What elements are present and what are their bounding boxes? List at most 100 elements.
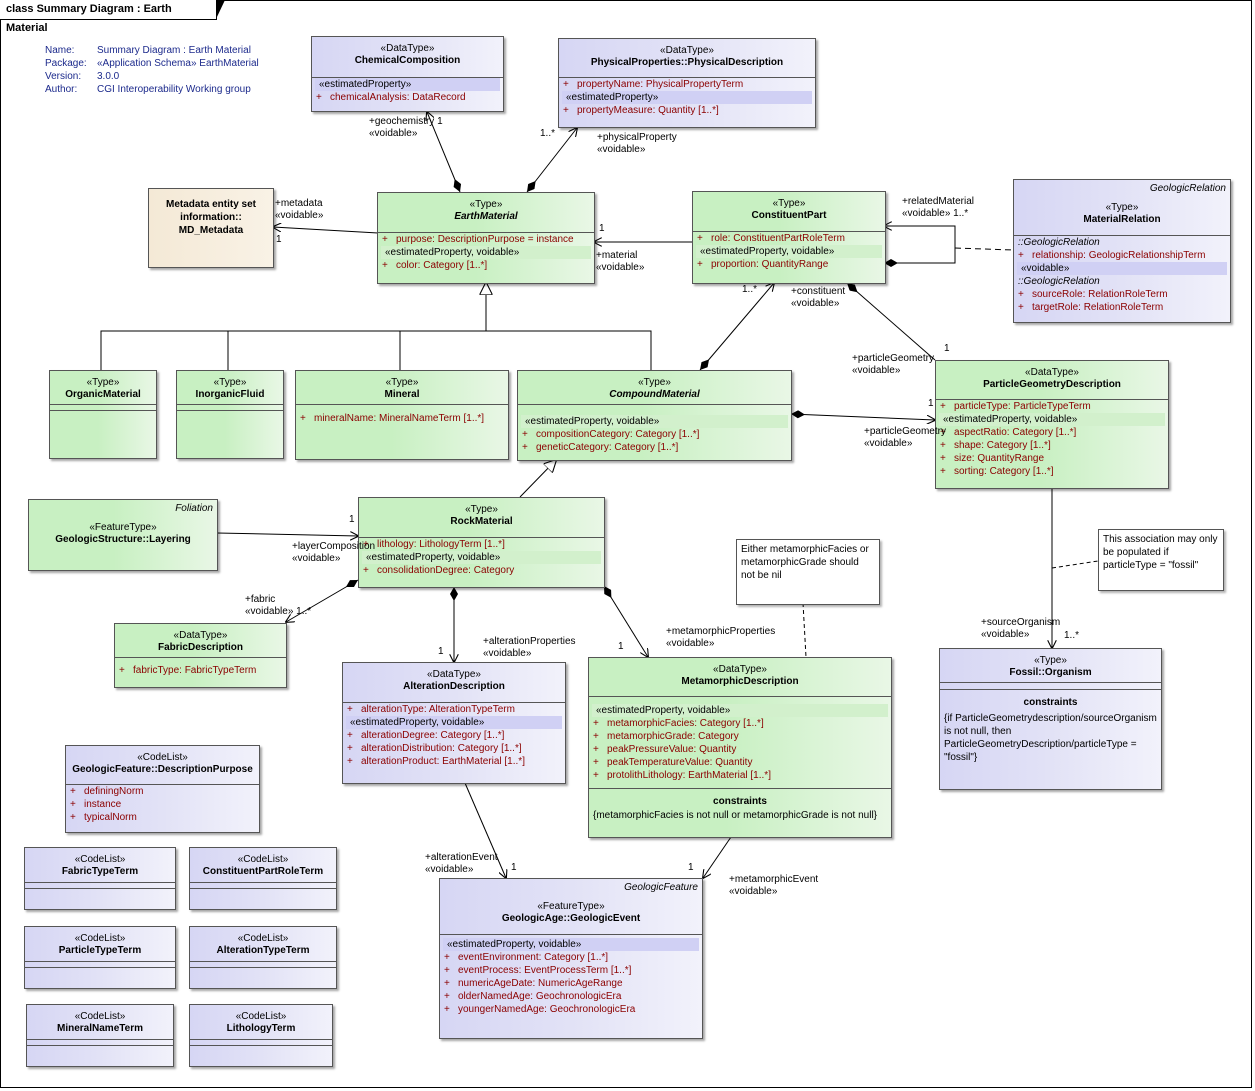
- attribute-row: +lithology: LithologyTerm [1..*]: [363, 539, 505, 550]
- multiplicity-label: 1: [944, 343, 950, 354]
- attribute-group: «voidable»: [1017, 262, 1227, 275]
- multiplicity-label: 1..*: [540, 128, 556, 139]
- multiplicity-label: 1: [276, 234, 282, 245]
- class-mineral-name-term[interactable]: «CodeList»MineralNameTerm: [26, 1004, 174, 1067]
- attribute-row: +size: QuantityRange: [940, 453, 1045, 464]
- class-metamorphic-description[interactable]: «DataType»MetamorphicDescription «estima…: [588, 657, 892, 838]
- class-rock-material[interactable]: «Type»RockMaterial +lithology: Lithology…: [358, 497, 605, 588]
- attribute-group: ::GeologicRelation: [1018, 276, 1100, 287]
- link-metadata: [273, 227, 379, 234]
- stereotype: «DataType»: [660, 45, 714, 56]
- link-constituent: [699, 283, 774, 371]
- attribute-row: +sorting: Category [1..*]: [940, 466, 1054, 477]
- stereotype: «CodeList»: [237, 933, 289, 944]
- stereotype: «Type»: [772, 198, 806, 209]
- constraints-title: constraints: [713, 796, 767, 807]
- class-name: Mineral: [384, 389, 420, 400]
- class-constituent-part[interactable]: «Type»ConstituentPart +role: Constituent…: [692, 191, 886, 284]
- stereotype: «DataType»: [427, 669, 481, 680]
- attribute-row: +alterationType: AlterationTypeTerm: [347, 704, 515, 715]
- class-name: EarthMaterial: [454, 211, 518, 222]
- role-label: +metamorphicProperties«voidable»: [666, 626, 776, 649]
- role-label: +alterationEvent«voidable»: [425, 852, 498, 875]
- attribute-row: +particleType: ParticleTypeTerm: [940, 401, 1091, 412]
- class-mineral[interactable]: «Type»Mineral +mineralName: MineralNameT…: [295, 370, 509, 460]
- class-name-line: information::: [180, 212, 242, 223]
- class-chemical-composition[interactable]: «DataType»ChemicalComposition «estimated…: [311, 36, 504, 112]
- class-name: ConstituentPart: [751, 210, 827, 221]
- class-name: ParticleTypeTerm: [58, 945, 142, 956]
- class-fabric-type-term[interactable]: «CodeList»FabricTypeTerm: [24, 847, 176, 910]
- note-fossil[interactable]: This association may only be populated i…: [1098, 529, 1224, 591]
- role-label: +constituent«voidable»: [791, 286, 846, 309]
- class-name-line: MD_Metadata: [178, 225, 244, 236]
- role-label: +sourceOrganism«voidable»: [981, 617, 1061, 640]
- attribute-row: +metamorphicFacies: Category [1..*]: [593, 718, 764, 729]
- multiplicity-label: 1: [438, 646, 444, 657]
- class-name: RockMaterial: [450, 516, 513, 527]
- note-metamorphic[interactable]: Either metamorphicFacies or metamorphicG…: [736, 539, 880, 605]
- attribute-group: ::GeologicRelation: [1018, 237, 1100, 248]
- attribute-row: +color: Category [1..*]: [382, 260, 488, 271]
- attribute-group: «estimatedProperty, voidable»: [381, 246, 591, 259]
- constraint-text: {if ParticleGeometrydescription/sourceOr…: [944, 713, 1157, 763]
- class-lithology-term[interactable]: «CodeList»LithologyTerm: [189, 1004, 333, 1067]
- link-alteration-event: [464, 782, 506, 878]
- class-name: LithologyTerm: [226, 1023, 296, 1034]
- class-compound-material[interactable]: «Type»CompoundMaterial «estimatedPropert…: [517, 370, 792, 461]
- class-constituent-part-role-term[interactable]: «CodeList»ConstituentPartRoleTerm: [189, 847, 337, 910]
- attribute-row: +alterationDegree: Category [1..*]: [347, 730, 505, 741]
- attribute-row: +propertyName: PhysicalPropertyTerm: [563, 79, 744, 90]
- class-inorganic-fluid[interactable]: «Type»InorganicFluid: [176, 370, 284, 459]
- class-particle-geometry-description[interactable]: «DataType»ParticleGeometryDescription +p…: [935, 360, 1169, 489]
- class-name: Fossil::Organism: [1009, 667, 1092, 678]
- class-organic-material[interactable]: «Type»OrganicMaterial: [49, 370, 157, 459]
- role-label: +physicalProperty«voidable»: [597, 132, 677, 155]
- attribute-row: +olderNamedAge: GeochronologicEra: [444, 991, 622, 1002]
- class-fossil-organism[interactable]: «Type»Fossil::Organism constraints {if P…: [939, 648, 1162, 790]
- class-particle-type-term[interactable]: «CodeList»ParticleTypeTerm: [24, 926, 176, 989]
- link-note-metamorphic: [802, 602, 807, 658]
- literal-row: +instance: [70, 799, 122, 810]
- multiplicity-label: 1..*: [742, 284, 758, 295]
- class-geologic-event[interactable]: GeologicFeature «FeatureType»GeologicAge…: [439, 878, 703, 1039]
- class-material-relation[interactable]: GeologicRelation «Type»MaterialRelation …: [1013, 179, 1231, 323]
- multiplicity-label: 1..*: [1064, 630, 1080, 641]
- role-label: +geochemistry 1«voidable»: [369, 116, 443, 139]
- multiplicity-label: 1: [688, 862, 694, 873]
- attribute-row: +purpose: DescriptionPurpose = instance: [382, 234, 574, 245]
- class-name: GeologicFeature::DescriptionPurpose: [72, 764, 253, 775]
- attribute-group: «estimatedProperty»: [562, 91, 812, 104]
- stereotype: «DataType»: [1025, 367, 1079, 378]
- attribute-row: +peakPressureValue: Quantity: [593, 744, 737, 755]
- info-name-key: Name:: [45, 45, 75, 56]
- stereotype: «Type»: [385, 377, 419, 388]
- class-name: PhysicalProperties::PhysicalDescription: [590, 57, 784, 68]
- attribute-group: «estimatedProperty»: [315, 78, 500, 91]
- stereotype: «Type»: [638, 377, 671, 388]
- class-tag: GeologicFeature: [624, 882, 698, 893]
- class-earth-material[interactable]: «Type»EarthMaterial +purpose: Descriptio…: [377, 192, 595, 284]
- attribute-row: +alterationProduct: EarthMaterial [1..*]: [347, 756, 525, 767]
- class-name: AlterationTypeTerm: [216, 945, 310, 956]
- multiplicity-label: 1: [511, 862, 517, 873]
- class-layering[interactable]: Foliation «FeatureType»GeologicStructure…: [28, 499, 218, 571]
- attribute-group: «estimatedProperty, voidable»: [346, 716, 562, 729]
- class-alteration-type-term[interactable]: «CodeList»AlterationTypeTerm: [189, 926, 337, 989]
- info-package: «Application Schema» EarthMaterial: [97, 58, 259, 69]
- class-md-metadata[interactable]: Metadata entity set information:: MD_Met…: [148, 188, 274, 268]
- link-association-class: [954, 247, 1014, 251]
- stereotype: «Type»: [213, 377, 247, 388]
- info-version-key: Version:: [45, 71, 82, 82]
- class-alteration-description[interactable]: «DataType»AlterationDescription +alterat…: [342, 662, 566, 784]
- attribute-row: +alterationDistribution: Category [1..*]: [347, 743, 522, 754]
- constraints-title: constraints: [1023, 697, 1078, 708]
- class-tag: Foliation: [175, 503, 213, 514]
- class-physical-description[interactable]: «DataType»PhysicalProperties::PhysicalDe…: [558, 38, 816, 128]
- class-description-purpose[interactable]: «CodeList»GeologicFeature::DescriptionPu…: [65, 745, 260, 833]
- attribute-row: +compositionCategory: Category [1..*]: [522, 429, 700, 440]
- link-layer-composition: [216, 533, 358, 536]
- class-fabric-description[interactable]: «DataType»FabricDescription +fabricType:…: [114, 623, 287, 688]
- class-name: FabricDescription: [157, 642, 244, 653]
